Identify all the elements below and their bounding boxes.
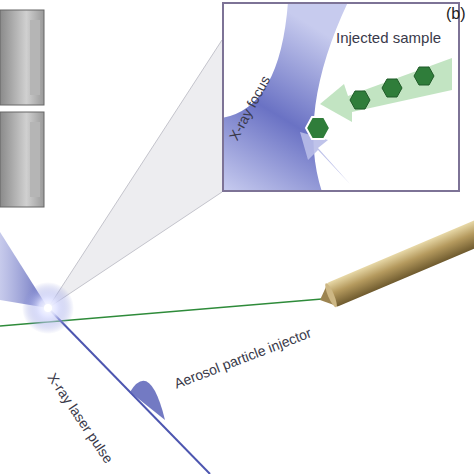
zoom-line [48, 40, 222, 308]
particle-in-focus [306, 117, 330, 139]
injector-face [323, 282, 339, 308]
inset-label: Injected sample [336, 30, 441, 46]
detector-detail [30, 20, 40, 95]
sample-particles [350, 67, 434, 109]
detector-panel [0, 10, 44, 105]
particle [382, 79, 402, 97]
inset-label: X-ray focus [226, 73, 273, 143]
inset-background [222, 2, 460, 192]
focus-glow [22, 282, 74, 334]
injector-body [326, 205, 474, 307]
zoom-line [48, 192, 222, 308]
particle [414, 67, 434, 85]
particle [350, 91, 370, 109]
beam-direction-arrow [300, 132, 350, 184]
injector [315, 205, 474, 312]
panel-letter: (b) [446, 6, 466, 22]
sample-direction-arrow [320, 58, 452, 122]
xray-pulse [130, 381, 165, 420]
zoom-wedge [48, 40, 222, 308]
detector-detail [30, 122, 40, 197]
focus-point [44, 304, 52, 312]
detector-panel [0, 112, 44, 207]
inset-box: Injected sampleX-ray focus [222, 2, 460, 192]
